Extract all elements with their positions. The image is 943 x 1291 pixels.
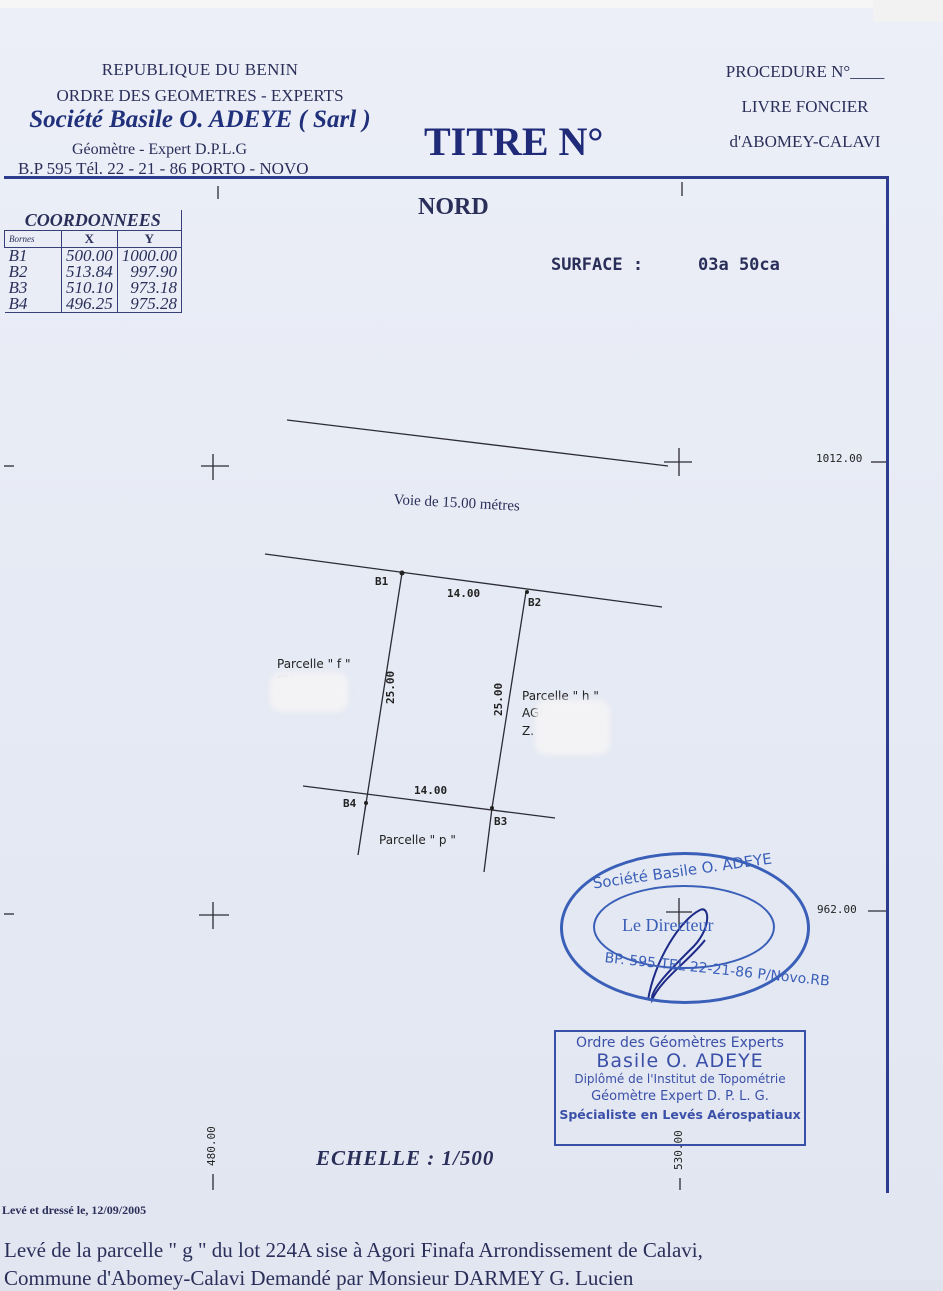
point-b1: B1: [375, 575, 389, 588]
surface-label: SURFACE :: [551, 255, 644, 275]
borne: B4: [4, 295, 62, 313]
x-value: 513.84: [61, 263, 118, 280]
neighbour-east: Parcelle " h ": [522, 689, 599, 703]
survey-description: Levé de la parcelle " g " du lot 224A si…: [4, 1238, 703, 1262]
surface-value: 03a 50ca: [698, 255, 780, 275]
header-address: B.P 595 Tél. 22 - 21 - 86 PORTO - NOVO: [18, 159, 309, 178]
col-bornes: Bornes: [4, 230, 62, 248]
header-order: ORDRE DES GEOMETRES - EXPERTS: [56, 86, 344, 105]
neighbour-south: Parcelle " p ": [379, 833, 456, 847]
header-profession: Géomètre - Expert D.P.L.G: [72, 141, 248, 158]
x-value: 496.25: [61, 295, 118, 313]
point-b3: B3: [494, 815, 508, 828]
stamp-line-order: Ordre des Géomètres Experts: [576, 1035, 784, 1051]
livre-foncier: LIVRE FONCIER: [741, 97, 869, 116]
table-row: B2 513.84 997.90: [4, 263, 183, 280]
north-label: NORD: [418, 194, 489, 220]
borne: B2: [4, 263, 62, 280]
rectangular-stamp: Ordre des Géomètres Experts Basile O. AD…: [554, 1030, 806, 1146]
scan-top-edge: [0, 0, 943, 8]
location: d'ABOMEY-CALAVI: [729, 132, 881, 151]
round-stamp-title: Le Directeur: [622, 915, 714, 935]
round-stamp-inner-ring: [593, 885, 775, 969]
borne: B3: [4, 279, 62, 296]
stamp-line-profession: Géomètre Expert D. P. L. G.: [591, 1089, 769, 1104]
grid-label-x-left: 480.00: [205, 1126, 218, 1166]
header-company: Société Basile O. ADEYE ( Sarl ): [29, 106, 371, 133]
dimension-left: 25.00: [384, 670, 397, 704]
header-republic: REPUBLIQUE DU BENIN: [101, 60, 299, 79]
coordinates-table: COORDONNEES Bornes X Y B1 500.00 1000.00…: [4, 210, 183, 313]
grid-label-y-top: 1012.00: [816, 452, 863, 465]
survey-description-line2: Commune d'Abomey-Calavi Demandé par Mons…: [4, 1266, 634, 1290]
plan-frame: [4, 176, 889, 1193]
table-row: B1 500.00 1000.00: [4, 247, 183, 264]
x-value: 510.10: [61, 279, 118, 296]
y-value: 973.18: [116, 279, 183, 296]
document-title: TITRE N°: [424, 119, 604, 164]
redaction-west: [270, 672, 348, 712]
point-b2: B2: [528, 596, 542, 609]
scan-corner: [873, 0, 943, 22]
stamp-line-diploma: Diplômé de l'Institut de Topométrie: [574, 1072, 786, 1086]
dimension-bottom: 14.00: [414, 784, 448, 797]
col-y: Y: [116, 230, 183, 248]
borne: B1: [4, 247, 62, 264]
y-value: 1000.00: [116, 247, 183, 264]
round-stamp: [560, 852, 810, 1004]
survey-date: Levé et dressé le, 12/09/2005: [2, 1203, 147, 1217]
table-row: B3 510.10 973.18: [4, 279, 183, 296]
redaction-east: [535, 700, 610, 755]
grid-label-y-bottom: 962.00: [817, 903, 857, 916]
scale-label: ECHELLE : 1/500: [316, 1146, 495, 1170]
y-value: 975.28: [116, 295, 183, 313]
neighbour-west: Parcelle " f ": [277, 657, 351, 671]
table-row: B4 496.25 975.28: [4, 295, 183, 313]
stamp-line-specialty: Spécialiste en Levés Aérospatiaux: [559, 1107, 801, 1122]
point-b4: B4: [343, 797, 357, 810]
y-value: 997.90: [116, 263, 183, 280]
dimension-top: 14.00: [447, 587, 481, 600]
dimension-right: 25.00: [492, 682, 505, 716]
neighbour-east-sub2: Z.: [522, 724, 535, 738]
procedure-number: PROCEDURE N°____: [725, 62, 885, 81]
stamp-line-name: Basile O. ADEYE: [596, 1050, 764, 1072]
